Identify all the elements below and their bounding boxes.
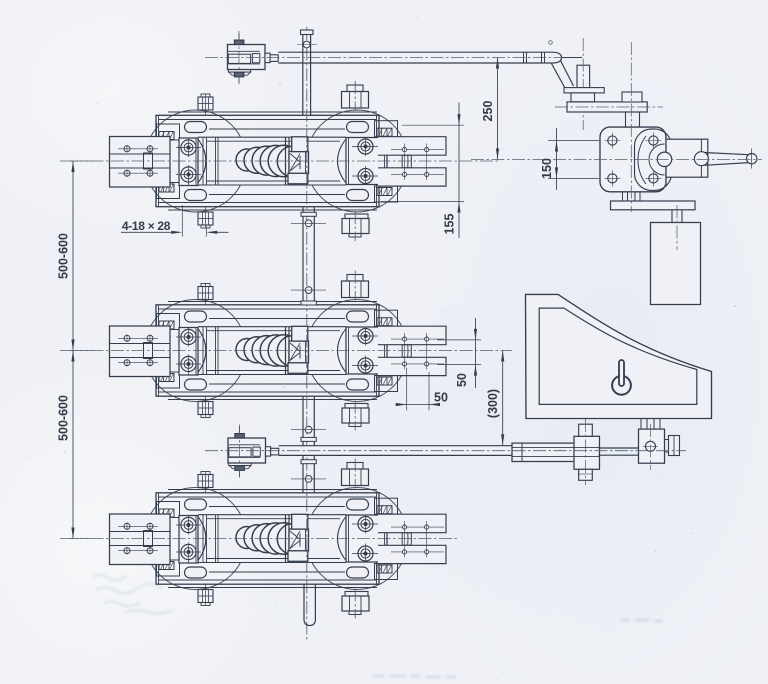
svg-text:50: 50 [434, 391, 448, 405]
svg-text:500-600: 500-600 [57, 395, 71, 441]
svg-text:4-18 × 28: 4-18 × 28 [122, 219, 171, 233]
svg-text:(300): (300) [486, 389, 500, 418]
svg-text:150: 150 [540, 158, 554, 179]
svg-text:50: 50 [455, 373, 469, 387]
svg-text:500-600: 500-600 [57, 233, 71, 279]
svg-text:250: 250 [481, 101, 495, 122]
svg-text:155: 155 [443, 214, 457, 235]
